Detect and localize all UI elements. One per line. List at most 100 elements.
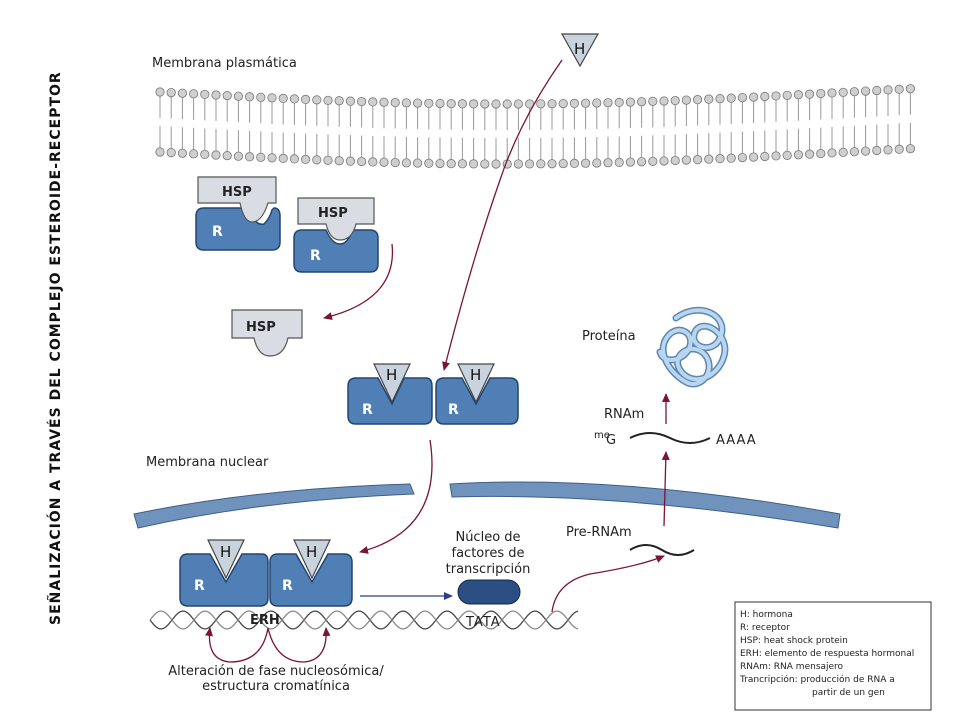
lipid-head [894,84,904,94]
lipid-head [816,88,826,99]
lipid-head [715,94,725,104]
lipid-head [356,96,367,107]
lipid-head [379,97,389,107]
lipid-head [625,97,636,107]
lipid-head [278,153,288,163]
lipid-head [155,147,165,157]
legend-item: ERH: elemento de respuesta hormonal [740,649,914,659]
lipid-head [883,85,893,95]
lipid-head [726,153,736,163]
lipid-head [245,152,255,162]
lipid-head [849,87,860,97]
lipid-head [457,159,467,169]
lipid-head [189,149,199,159]
legend-item: RNAm: RNA mensajero [740,662,844,672]
receptor-label: R [194,578,205,594]
lipid-head [480,159,490,169]
hormone-label: H [220,543,231,561]
lipid-head [771,91,781,101]
hsp-label: HSP [246,320,276,335]
dna-strand [149,610,579,630]
lipid-head [345,156,355,166]
lipid-head [603,98,613,108]
tf-label-line2: factores de [452,546,525,561]
lipid-head [860,86,871,96]
alteration-label-line2: estructura cromatínica [202,679,350,694]
lipid-head [446,99,456,109]
lipid-head [659,156,669,166]
lipid-head [502,99,512,109]
lipid-head [300,154,311,164]
lipid-head [435,158,445,169]
lipid-head [894,144,904,154]
lipid-head [412,98,423,108]
lipid-head [614,97,624,107]
lipid-head [222,91,232,101]
lipid-head [748,92,759,102]
legend-item: R: receptor [740,623,790,633]
lipid-head [558,158,568,169]
lipid-head [558,98,568,109]
lipid-head [748,152,759,162]
lipid-head [793,90,804,100]
protein-label: Proteína [582,329,636,344]
receptor-label: R [310,248,321,264]
lipid-head [267,153,277,163]
plasma-membrane-label: Membrana plasmática [152,56,297,71]
lipid-head [256,152,266,162]
legend: H: hormona R: receptor HSP: heat shock p… [734,601,932,711]
lipid-head [312,155,322,165]
lipid-head [222,151,232,161]
hsp-label: HSP [318,206,348,221]
lipid-head [827,148,837,158]
lipid-head [760,91,770,102]
protein-shape [656,306,729,388]
lipid-head [233,91,243,101]
lipid-head [860,146,871,156]
lipid-head [625,157,636,167]
lipid-head [177,148,187,158]
pre-mrna-label: Pre-RNAm [566,525,632,540]
lipid-head [592,98,602,108]
lipid-head [491,99,501,109]
lipid-head [704,94,714,104]
lipid-head [200,89,210,100]
legend-item: H: hormona [740,610,793,620]
lipid-head [424,98,434,108]
hormone-receptor-dimer-cytoplasm: H H R R [347,363,519,425]
lipid-head [211,90,221,100]
lipid-head [793,150,804,160]
lipid-head [323,155,333,165]
dna-strand [149,610,579,630]
tata-label: TATA [465,615,501,630]
lipid-head [536,99,546,109]
arrow-transcription [551,555,665,613]
lipid-head [233,151,243,161]
lipid-head [211,150,221,160]
legend-item: HSP: heat shock protein [740,636,848,646]
lipid-head [278,93,288,103]
lipid-head [424,158,434,168]
lipid-head [457,99,467,109]
nuclear-membrane-right [449,481,841,529]
nuclear-membrane-left [133,483,415,529]
lipid-head [289,154,299,164]
dna-helix [149,610,579,630]
lipid-head [905,144,916,154]
lipid-head [177,88,187,98]
lipid-head [692,155,703,165]
lipid-head [547,99,557,109]
lipid-head [737,93,748,103]
receptor-label: R [282,578,293,594]
lipid-head [692,95,703,105]
lipid-head [390,157,400,168]
lipid-head [636,97,647,107]
hsp-shape [297,197,375,241]
lipid-head [726,93,736,103]
lipid-head [536,159,546,169]
lipid-head [166,148,176,158]
lipid-head [872,85,882,96]
lipid-head [547,159,557,169]
hormone-label: H [574,40,585,58]
